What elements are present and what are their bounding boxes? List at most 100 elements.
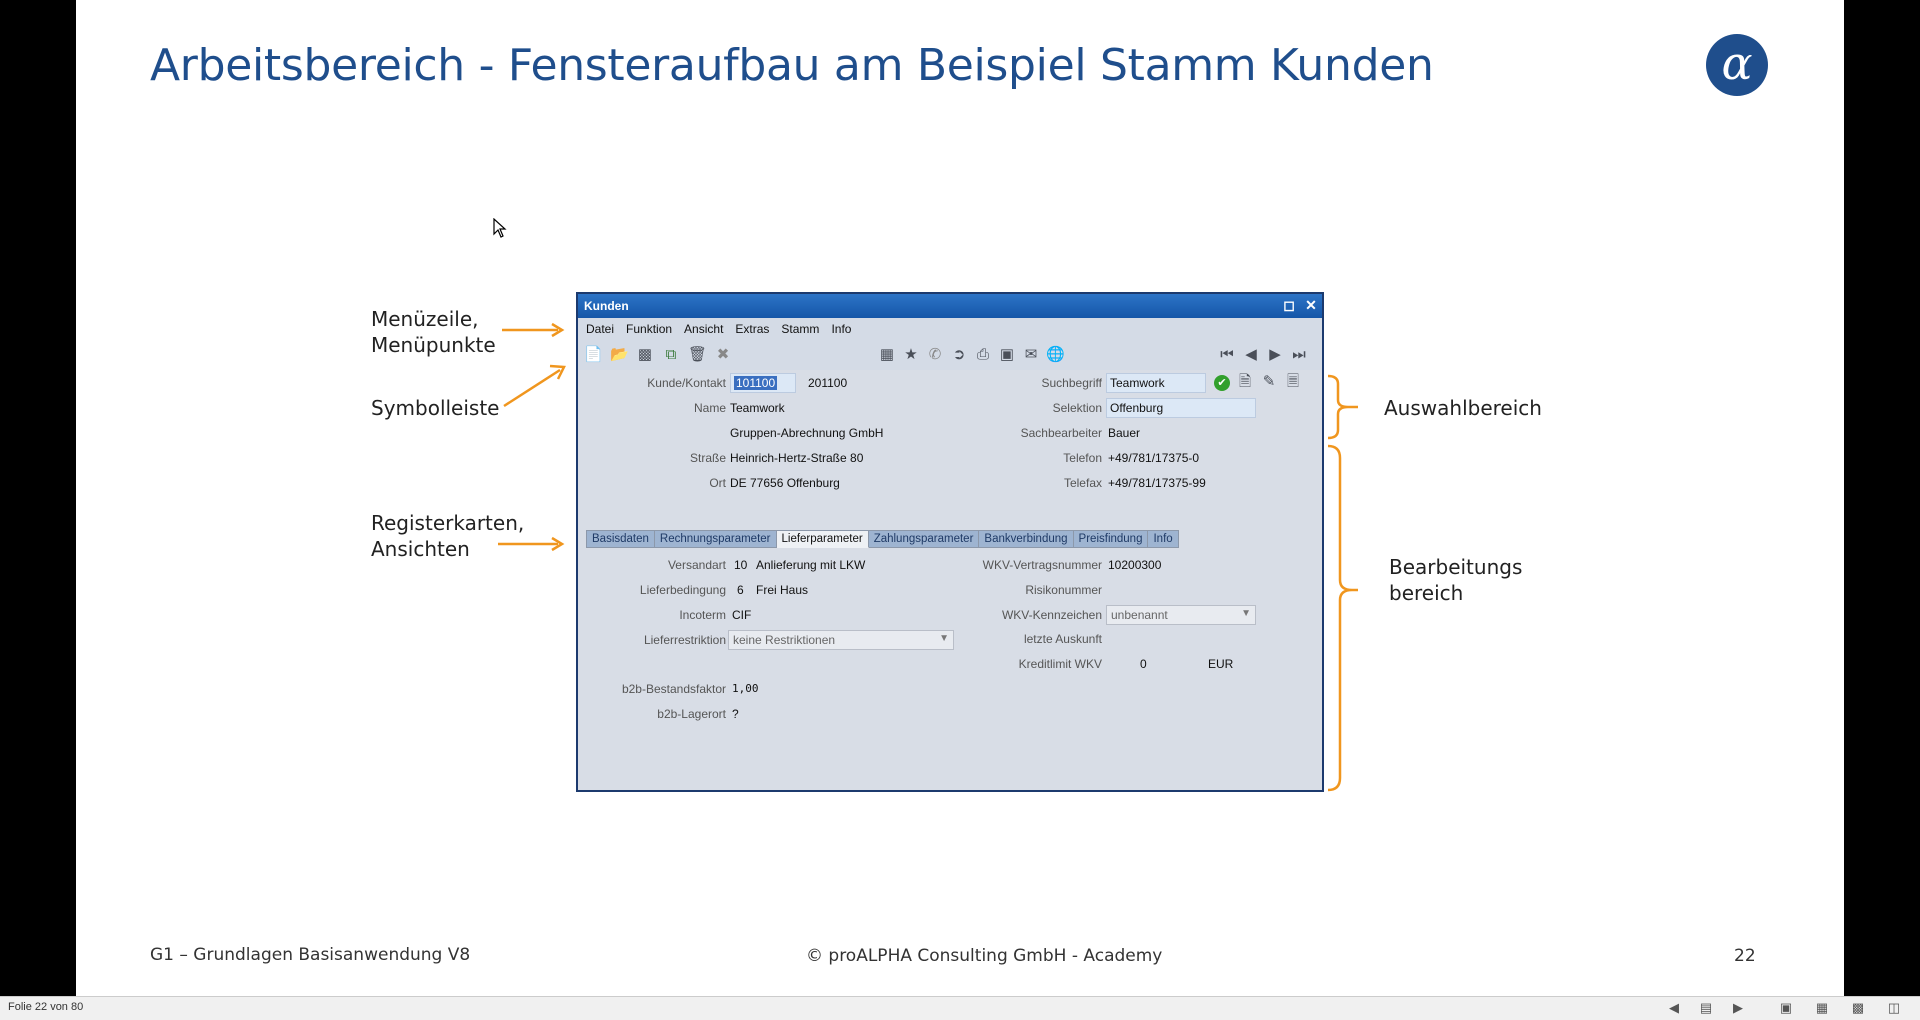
ok-check-icon[interactable]: ✔ — [1214, 375, 1230, 391]
annotation-registerkarten-line1: Registerkarten, — [371, 511, 525, 535]
wkv-kennzeichen-label: WKV-Kennzeichen — [1001, 608, 1102, 622]
footer-copyright: © proALPHA Consulting GmbH - Academy — [806, 946, 1163, 966]
arrow-symbolleiste-icon — [503, 364, 566, 408]
reading-view-icon[interactable]: ▩ — [1851, 1000, 1865, 1015]
ort-label: Ort — [709, 476, 726, 490]
previous-slide-icon[interactable]: ◀ — [1669, 1000, 1679, 1015]
kunde-number-field[interactable]: 101100 — [730, 373, 796, 393]
status-bar: Folie 22 von 80 ◀ ▤ ▶ ▣ ▦ ▩ ◫ — [0, 996, 1920, 1020]
normal-view-icon[interactable]: ▣ — [1779, 1000, 1793, 1015]
sachbearbeiter-label: Sachbearbeiter — [1020, 426, 1102, 440]
tab-basisdaten[interactable]: Basisdaten — [586, 530, 655, 548]
menu-stamm[interactable]: Stamm — [781, 322, 820, 336]
lieferrestriktion-label: Lieferrestriktion — [643, 633, 726, 647]
selektion-field[interactable]: Offenburg — [1106, 398, 1256, 418]
lieferbedingung-code: 6 — [737, 583, 744, 597]
strasse-label: Straße — [689, 451, 726, 465]
b2b-bestandsfaktor-value: 1,00 — [732, 682, 759, 695]
notes-view-icon[interactable]: ▤ — [1699, 1000, 1713, 1015]
menu-datei[interactable]: Datei — [586, 322, 615, 336]
annotation-registerkarten: Registerkarten, Ansichten — [371, 510, 524, 562]
lieferbedingung-text: Frei Haus — [756, 583, 809, 597]
edit-note-icon[interactable]: ✎ — [1262, 373, 1276, 390]
favorite-star-icon[interactable]: ★ — [904, 346, 918, 363]
footer-page-number: 22 — [1734, 946, 1756, 966]
annotation-menuzeile-line2: Menüpunkte — [371, 333, 496, 357]
menu-info[interactable]: Info — [831, 322, 852, 336]
telefon-label: Telefon — [1063, 451, 1102, 465]
b2b-bestandsfaktor-label: b2b-Bestandsfaktor — [621, 682, 726, 696]
arrow-menuzeile-icon — [502, 322, 565, 338]
sachbearbeiter-value: Bauer — [1108, 426, 1141, 440]
tab-rechnungsparameter[interactable]: Rechnungsparameter — [654, 530, 777, 548]
menubar: Datei Funktion Ansicht Extras Stamm Info — [578, 318, 1322, 340]
annotation-menuzeile: Menüzeile, Menüpunkte — [371, 306, 496, 358]
tab-bankverbindung[interactable]: Bankverbindung — [979, 530, 1074, 548]
calendar-icon[interactable]: ▦ — [879, 346, 895, 363]
save-icon[interactable]: ▩ — [637, 346, 653, 363]
kreditlimit-currency: EUR — [1208, 657, 1234, 671]
phone-icon[interactable]: ✆ — [928, 346, 942, 363]
wkv-vertragsnummer-value: 10200300 — [1108, 558, 1162, 572]
brace-bearbeitungsbereich-icon — [1327, 444, 1358, 792]
mail-icon[interactable]: ✉ — [1024, 346, 1038, 363]
tab-zahlungsparameter[interactable]: Zahlungsparameter — [868, 530, 980, 548]
wkv-kennzeichen-value: unbenannt — [1111, 608, 1168, 622]
new-document-icon[interactable]: 📄 — [584, 346, 603, 363]
tab-preisfindung[interactable]: Preisfindung — [1073, 530, 1149, 548]
annotation-auswahlbereich: Auswahlbereich — [1384, 396, 1542, 420]
notes-icon[interactable]: 🗏 — [1286, 373, 1300, 390]
suchbegriff-label: Suchbegriff — [1041, 376, 1103, 390]
next-slide-icon[interactable]: ▶ — [1733, 1000, 1743, 1015]
versandart-text: Anlieferung mit LKW — [756, 558, 866, 572]
slide-counter: Folie 22 von 80 — [8, 1001, 84, 1013]
versandart-label: Versandart — [667, 558, 726, 572]
annotation-bearbeitungsbereich-line1: Bearbeitungs — [1389, 555, 1523, 579]
suchbegriff-field[interactable]: Teamwork — [1106, 373, 1206, 393]
previous-record-icon[interactable]: ◀ — [1245, 346, 1257, 363]
lieferrestriktion-select[interactable]: keine Restriktionen ▼ — [728, 630, 954, 650]
tab-info[interactable]: Info — [1148, 530, 1179, 548]
b2b-lagerort-value: ? — [732, 707, 739, 721]
first-record-icon[interactable]: ⏮ — [1220, 346, 1234, 363]
maximize-icon[interactable]: ◻ — [1283, 297, 1295, 313]
menu-extras[interactable]: Extras — [735, 322, 770, 336]
delete-icon[interactable]: 🗑 — [688, 346, 708, 363]
annotation-bearbeitungsbereich-line2: bereich — [1389, 581, 1464, 605]
preview-icon[interactable]: ▣ — [999, 346, 1015, 363]
slide-title: Arbeitsbereich - Fensteraufbau am Beispi… — [150, 40, 1434, 91]
letzte-auskunft-label: letzte Auskunft — [1023, 632, 1102, 646]
wkv-kennzeichen-select[interactable]: unbenannt ▼ — [1106, 605, 1256, 625]
slideshow-icon[interactable]: ◫ — [1887, 1000, 1901, 1015]
cancel-icon[interactable]: ✖ — [716, 346, 730, 363]
b2b-lagerort-label: b2b-Lagerort — [657, 707, 726, 721]
name-value: Teamwork — [730, 401, 785, 415]
wkv-vertragsnummer-label: WKV-Vertragsnummer — [982, 558, 1102, 572]
forward-icon[interactable]: ➲ — [952, 346, 966, 363]
telefax-label: Telefax — [1063, 476, 1102, 490]
kreditlimit-wkv-label: Kreditlimit WKV — [1018, 657, 1102, 671]
menu-funktion[interactable]: Funktion — [626, 322, 673, 336]
web-globe-icon[interactable]: 🌐 — [1046, 346, 1065, 363]
close-icon[interactable]: ✕ — [1305, 297, 1317, 313]
footer-course-title: G1 – Grundlagen Basisanwendung V8 — [150, 945, 471, 965]
open-folder-icon[interactable]: 📂 — [610, 346, 629, 363]
selektion-label: Selektion — [1052, 401, 1102, 415]
next-record-icon[interactable]: ▶ — [1269, 346, 1281, 363]
arrow-registerkarten-icon — [498, 536, 565, 552]
mouse-cursor-icon — [493, 218, 507, 238]
menu-ansicht[interactable]: Ansicht — [684, 322, 724, 336]
slide-sorter-icon[interactable]: ▦ — [1815, 1000, 1829, 1015]
print-icon[interactable]: ⎙ — [976, 346, 989, 363]
lieferbedingung-label: Lieferbedingung — [639, 583, 726, 597]
tab-lieferparameter[interactable]: Lieferparameter — [776, 530, 869, 548]
incoterm-value: CIF — [732, 608, 752, 622]
document-info-icon[interactable]: 🗎 — [1238, 373, 1252, 390]
chevron-down-icon: ▼ — [1241, 608, 1251, 619]
brace-auswahlbereich-icon — [1327, 374, 1358, 440]
copy-icon[interactable]: ⧉ — [665, 346, 677, 363]
last-record-icon[interactable]: ⏭ — [1292, 346, 1306, 363]
kunde-kontakt-label: Kunde/Kontakt — [647, 376, 726, 390]
name2-value: Gruppen-Abrechnung GmbH — [730, 426, 884, 440]
